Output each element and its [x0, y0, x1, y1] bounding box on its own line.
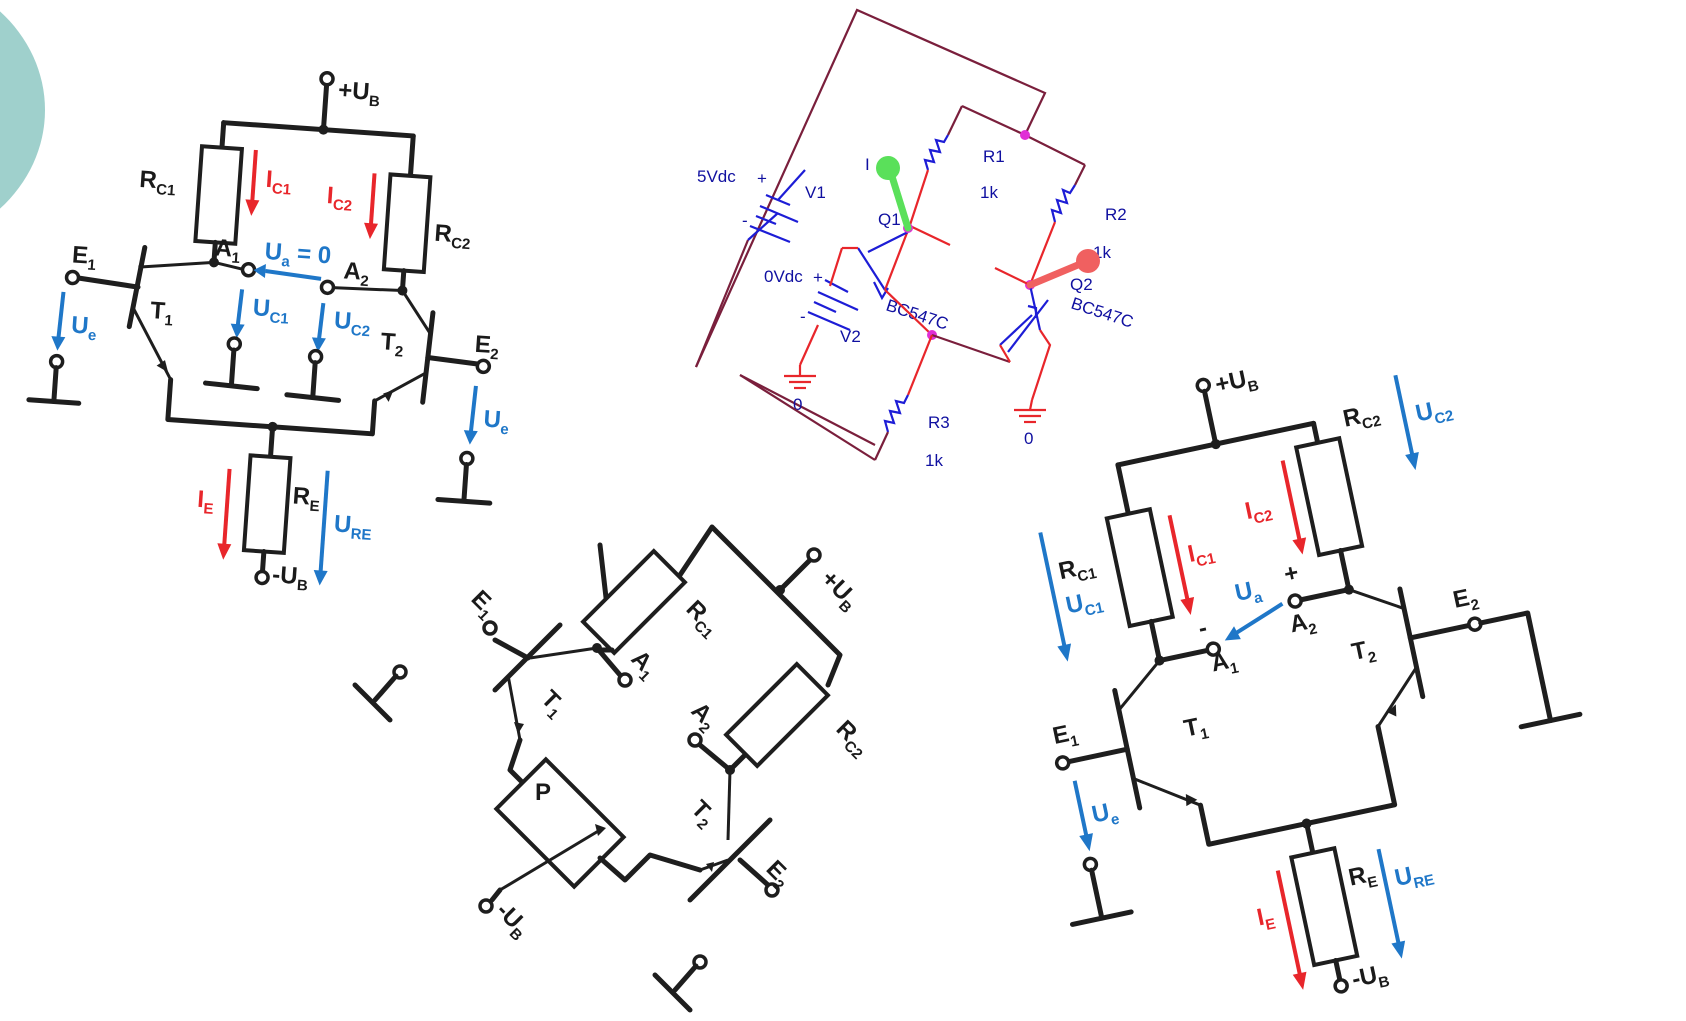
svg-text:Ue: Ue [482, 406, 510, 439]
svg-text:Ua: Ua [1232, 575, 1264, 611]
svg-text:+UB: +UB [1213, 363, 1261, 402]
svg-text:IE: IE [1254, 902, 1277, 936]
svg-text:Ua = 0: Ua = 0 [264, 238, 332, 274]
supply-label: +U [337, 77, 370, 106]
ground-label-1: 0 [793, 395, 802, 414]
svg-text:RE: RE [292, 482, 321, 515]
svg-text:A2: A2 [342, 257, 370, 290]
svg-text:T2: T2 [1349, 635, 1378, 670]
svg-text:-UB: -UB [271, 561, 309, 594]
svg-text:E1: E1 [71, 241, 97, 274]
svg-text:T1: T1 [149, 297, 174, 330]
ground-label-2: 0 [1024, 429, 1033, 448]
resistor-rc1-bottom [580, 548, 688, 656]
svg-text:-: - [1196, 614, 1209, 642]
svg-text:IC1: IC1 [265, 166, 293, 199]
svg-text:P: P [535, 779, 551, 806]
resistor-rc2-right [1293, 435, 1365, 558]
svg-text:E2: E2 [1451, 582, 1481, 617]
svg-text:RE: RE [1346, 860, 1379, 896]
svg-text:-: - [800, 307, 806, 326]
v2-value: 0Vdc [764, 267, 803, 286]
q2-label: Q2 [1070, 275, 1093, 294]
svg-text:Ue: Ue [70, 312, 98, 345]
v1-label: V1 [805, 183, 826, 202]
r1-value: 1k [980, 183, 998, 202]
svg-text:+: + [757, 169, 767, 188]
svg-text:UC1: UC1 [252, 294, 291, 327]
current-probe-red [1026, 258, 1089, 289]
r2-label: R2 [1105, 205, 1127, 224]
svg-text:I: I [865, 155, 870, 174]
q1-label: Q1 [878, 210, 901, 229]
svg-text:IE: IE [196, 486, 215, 518]
svg-text:IC2: IC2 [1243, 493, 1275, 529]
svg-text:T1: T1 [1182, 711, 1211, 746]
svg-text:RC1: RC1 [1056, 551, 1098, 589]
svg-text:RC1: RC1 [138, 166, 177, 199]
v1-value: 5Vdc [697, 167, 736, 186]
svg-text:A1: A1 [214, 234, 242, 267]
svg-text:UC1: UC1 [1063, 585, 1105, 623]
svg-text:IC2: IC2 [326, 182, 354, 215]
v2-label: V2 [840, 327, 861, 346]
r1-label: R1 [983, 147, 1005, 166]
svg-text:URE: URE [333, 510, 373, 544]
svg-text:E1: E1 [1050, 719, 1080, 754]
svg-text:RC2: RC2 [1341, 399, 1383, 437]
svg-text:UC2: UC2 [1413, 394, 1455, 432]
supply-terminal [319, 71, 335, 87]
svg-text:A2: A2 [1287, 607, 1319, 643]
svg-text:+: + [813, 268, 823, 287]
svg-text:+UB: +UB [337, 77, 381, 111]
svg-text:E2: E2 [474, 331, 500, 364]
svg-text:IC1: IC1 [1185, 536, 1217, 572]
svg-text:Ue: Ue [1089, 797, 1121, 833]
r3-label: R3 [928, 413, 950, 432]
svg-text:+: + [1282, 559, 1301, 588]
svg-text:UC2: UC2 [333, 307, 372, 340]
resistor-rc1-right [1104, 506, 1176, 629]
svg-text:-UB: -UB [1349, 959, 1391, 997]
potentiometer-p [493, 756, 627, 890]
svg-text:A1: A1 [1209, 646, 1241, 682]
svg-text:T2: T2 [380, 328, 405, 361]
svg-text:URE: URE [1392, 858, 1436, 896]
resistor-rc2-bottom [723, 661, 831, 769]
current-probe-green [886, 166, 912, 232]
decorative-blob [0, 11, 45, 209]
r3-value: 1k [925, 451, 943, 470]
svg-text:-: - [742, 211, 748, 230]
svg-text:RC2: RC2 [433, 220, 472, 253]
